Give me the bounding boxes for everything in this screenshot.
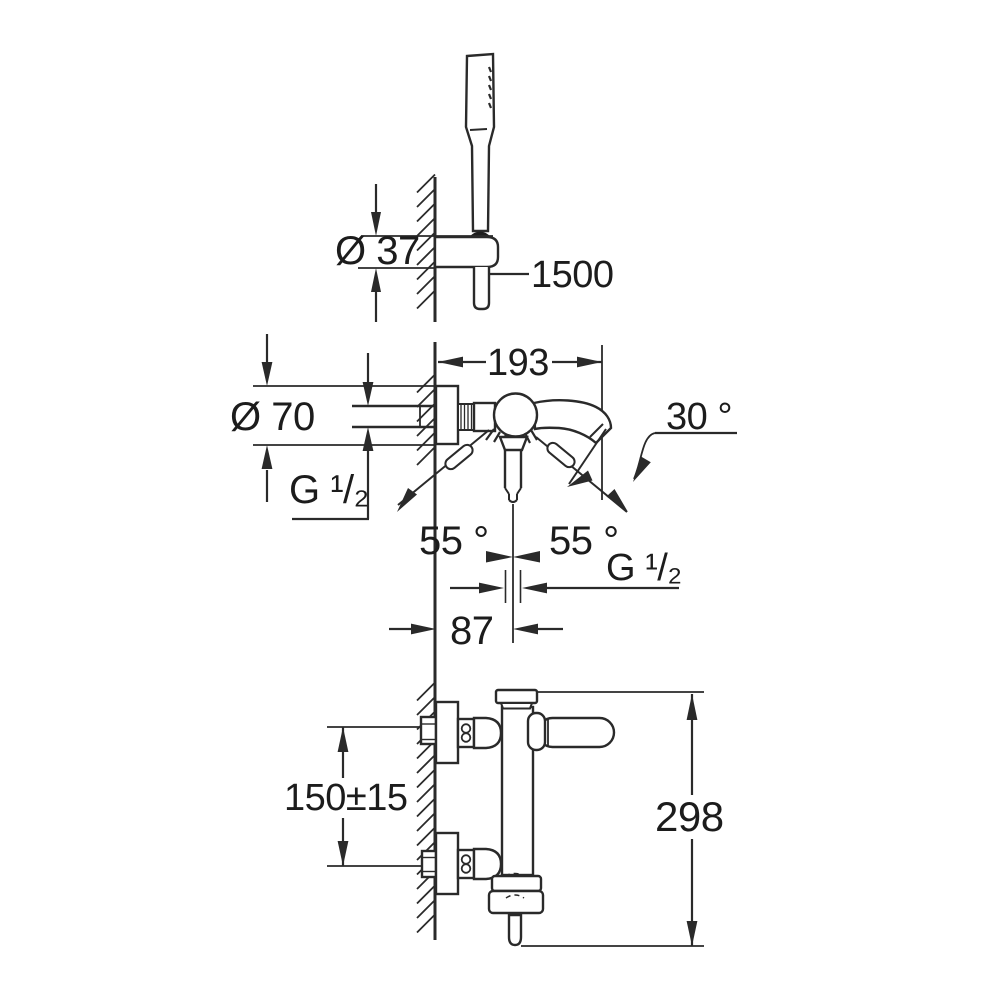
cap-collar (499, 702, 534, 710)
knurl-ticks (485, 428, 538, 445)
dim-arrow (606, 489, 628, 512)
dim-label-total-height: 298 (651, 795, 728, 839)
union-dome (472, 716, 503, 750)
hose-nut (498, 435, 529, 452)
dim-87 (389, 623, 563, 635)
dim-label-swing-right: 55 ° (549, 519, 619, 563)
dim-label-swing-left: 55 ° (419, 519, 489, 563)
hand-shower-seam (469, 128, 488, 131)
spout-mouth-line (589, 423, 604, 438)
shower-hose-stub (472, 267, 491, 311)
lever-handle-side (536, 716, 616, 749)
spout-angle-line (567, 428, 607, 487)
union-dome (472, 847, 503, 881)
dim-70 (261, 334, 273, 502)
handle-swing-right (535, 436, 628, 513)
side-view-mixer (327, 681, 704, 947)
wall-holder-bracket (433, 235, 500, 269)
dim-label-hose-offset: 87 (450, 609, 494, 653)
dim-label-inlet-thread: G ¹/₂ (289, 468, 369, 512)
cartridge-ball (492, 392, 539, 438)
dim-g12-inlet (292, 353, 374, 521)
escutcheon-front (434, 384, 460, 446)
upper-inlet-union (419, 700, 503, 765)
dim-label-outlet-thread: G ¹/₂ (606, 547, 682, 589)
dim-g12-outlet (450, 570, 679, 603)
escutcheon-side-upper (434, 700, 460, 765)
hand-shower-outline (464, 52, 496, 233)
supply-pipe (352, 404, 436, 429)
dim-55-arrows (486, 551, 540, 563)
spout (532, 399, 613, 445)
body-tube (472, 401, 497, 433)
escutcheon-side-lower (434, 831, 460, 896)
top-view-hand-shower (358, 52, 529, 322)
lever-pill (546, 441, 576, 469)
hose-nipple (507, 913, 523, 947)
thread-lines (460, 405, 473, 429)
front-view-mixer (253, 334, 737, 940)
dim-37 (371, 184, 381, 322)
handle-swing-left (397, 429, 490, 512)
hose-outlet (487, 872, 545, 947)
lower-inlet-union (420, 831, 503, 896)
dim-label-holder-diameter: Ø 37 (335, 229, 420, 273)
spout-angle-leader (633, 431, 737, 482)
shower-hose (503, 450, 523, 503)
dim-arrow (371, 212, 381, 236)
dim-label-inlet-spacing: 150±15 (280, 778, 412, 818)
dim-arrow (397, 488, 417, 512)
wall-hatching-top (416, 173, 436, 310)
lever-pill (444, 443, 474, 471)
dim-label-spout-angle: 30 ° (666, 396, 733, 438)
dim-arrow (371, 268, 381, 292)
dim-label-spout-projection: 193 (487, 342, 549, 384)
dim-label-escutcheon-diameter: Ø 70 (230, 395, 315, 439)
spray-face-dots (487, 66, 493, 109)
lever-hub (526, 711, 547, 752)
dim-arrow (567, 470, 593, 487)
top-cap (494, 688, 539, 705)
dim-label-hose-length: 1500 (531, 254, 614, 296)
dim-193 (438, 356, 602, 368)
dim-arrow (633, 456, 651, 482)
